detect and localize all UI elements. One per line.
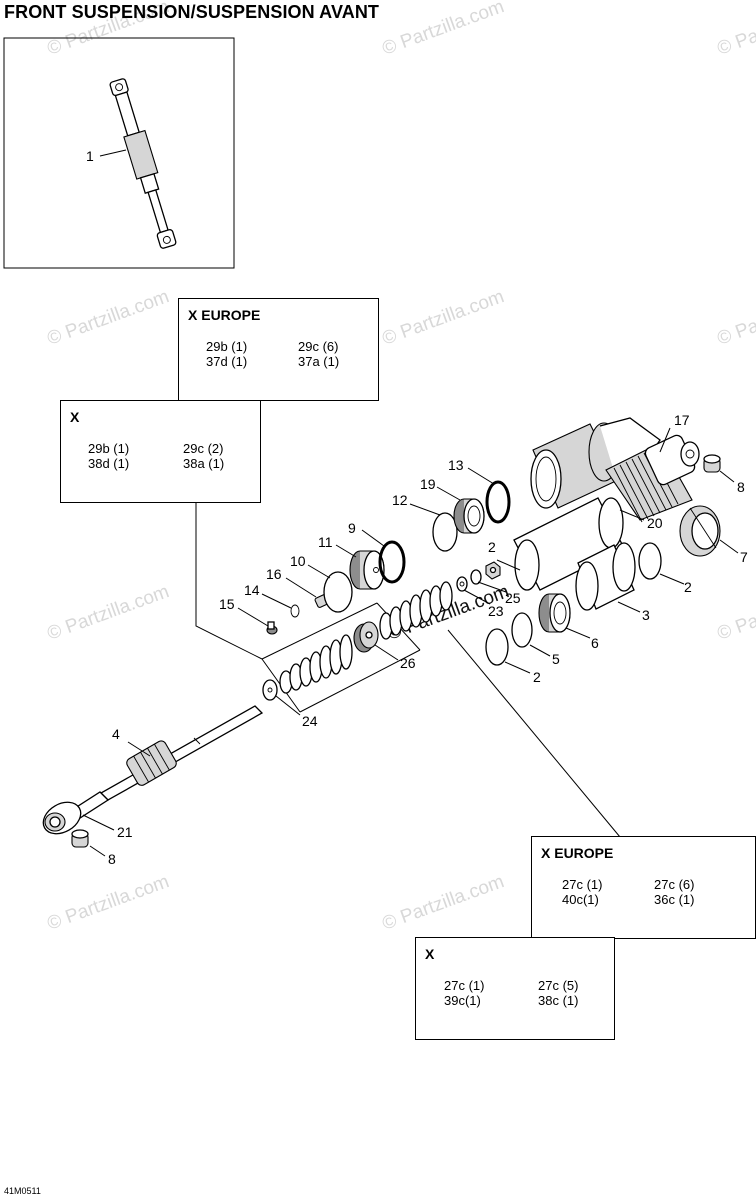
callout-21: 21 bbox=[117, 824, 133, 840]
variant-part-ref: 27c (1) bbox=[444, 978, 485, 993]
part-bushing-upper bbox=[703, 454, 721, 473]
variant-part-ref: 29c (2) bbox=[183, 441, 224, 456]
variant-part-ref: 38d (1) bbox=[88, 456, 130, 471]
variant-part-ref: 38a (1) bbox=[183, 456, 225, 471]
variant-box-title: X bbox=[70, 409, 80, 425]
assembled-shock-inset-frame bbox=[3, 37, 235, 269]
leader-x-box-top bbox=[195, 502, 263, 660]
callout-26: 26 bbox=[400, 655, 416, 671]
part-oring-9 bbox=[378, 540, 406, 584]
watermark: © Partzilla.com bbox=[715, 286, 756, 350]
watermark: © Partzilla.com bbox=[380, 0, 507, 60]
callout-2-lower: 2 bbox=[533, 669, 541, 685]
watermark: © Partzilla.com bbox=[45, 871, 172, 935]
variant-part-ref: 40c(1) bbox=[562, 892, 599, 907]
diagram-code: 41M0511 bbox=[4, 1186, 41, 1196]
variant-part-ref: 29b (1) bbox=[88, 441, 130, 456]
callout-7: 7 bbox=[740, 549, 748, 565]
part-spring-threads bbox=[613, 449, 679, 523]
callout-14: 14 bbox=[244, 582, 260, 598]
variant-box-x-top: X 29b (1) 29c (2) 38d (1) 38a (1) bbox=[60, 400, 261, 503]
callout-2-upper: 2 bbox=[684, 579, 692, 595]
variant-box-x-europe-bottom: X EUROPE 27c (1) 27c (6) 40c(1) 36c (1) bbox=[531, 836, 756, 939]
assembled-shock-thumbnail bbox=[109, 78, 177, 249]
part-piston-6 bbox=[538, 593, 571, 633]
callout-20: 20 bbox=[647, 515, 663, 531]
watermark: © Partzilla.com bbox=[380, 286, 507, 350]
callout-16: 16 bbox=[266, 566, 282, 582]
callout-17: 17 bbox=[674, 412, 690, 428]
callout-5: 5 bbox=[552, 651, 560, 667]
part-washer-24 bbox=[262, 679, 278, 701]
variant-part-ref: 36c (1) bbox=[654, 892, 695, 907]
variant-box-title: X EUROPE bbox=[541, 845, 614, 861]
callout-19: 19 bbox=[420, 476, 436, 492]
callout-15: 15 bbox=[219, 596, 235, 612]
variant-box-title: X EUROPE bbox=[188, 307, 261, 323]
part-piston-26 bbox=[353, 621, 379, 653]
callout-11: 11 bbox=[318, 534, 333, 550]
variant-part-ref: 29b (1) bbox=[206, 339, 248, 354]
variant-part-ref: 27c (1) bbox=[562, 877, 603, 892]
part-oring-14 bbox=[290, 604, 300, 618]
variant-part-ref: 27c (5) bbox=[538, 978, 579, 993]
part-screw-15 bbox=[266, 621, 278, 635]
part-piston-19 bbox=[453, 498, 485, 534]
callout-9: 9 bbox=[348, 520, 356, 536]
page-title: FRONT SUSPENSION/SUSPENSION AVANT bbox=[4, 2, 380, 22]
part-bushing-lower bbox=[71, 829, 89, 848]
part-nut-22 bbox=[485, 561, 501, 580]
variant-part-ref: 39c(1) bbox=[444, 993, 481, 1008]
part-cap-11 bbox=[349, 550, 385, 590]
part-reservoir-17 bbox=[530, 417, 700, 523]
watermark: © Partzilla.com bbox=[715, 0, 756, 60]
variant-part-ref: 37a (1) bbox=[298, 354, 340, 369]
part-sleeve-3 bbox=[575, 542, 636, 611]
callout-10: 10 bbox=[290, 553, 306, 569]
callout-8-lower: 8 bbox=[108, 851, 116, 867]
part-shim-stack-lower bbox=[279, 634, 353, 694]
callout-8-upper: 8 bbox=[737, 479, 745, 495]
watermark: © Partzilla.com bbox=[380, 871, 507, 935]
part-oring-13 bbox=[485, 480, 511, 524]
callout-6: 6 bbox=[591, 635, 599, 651]
callout-4: 4 bbox=[112, 726, 120, 742]
callout-3: 3 bbox=[642, 607, 650, 623]
part-adjuster-ring-7 bbox=[679, 505, 721, 557]
variant-part-ref: 29c (6) bbox=[298, 339, 339, 354]
part-washer-23 bbox=[456, 576, 468, 592]
part-disk-2-lower bbox=[485, 628, 509, 666]
callout-13: 13 bbox=[448, 457, 464, 473]
watermark: © Partzilla.com bbox=[715, 581, 756, 645]
callout-12: 12 bbox=[392, 492, 408, 508]
variant-box-title: X bbox=[425, 946, 435, 962]
watermark: © Partzilla.com bbox=[45, 581, 172, 645]
variant-box-x-bottom: X 27c (1) 27c (5) 39c(1) 38c (1) bbox=[415, 937, 615, 1040]
part-body-tube-20 bbox=[513, 497, 625, 591]
part-disk-2-upper bbox=[638, 542, 662, 580]
part-disk-12 bbox=[432, 512, 458, 552]
part-disk-5 bbox=[511, 612, 533, 648]
callout-1: 1 bbox=[86, 148, 94, 164]
part-diaphragm-10 bbox=[323, 571, 353, 613]
variant-part-ref: 38c (1) bbox=[538, 993, 579, 1008]
watermark: © Partzilla.com bbox=[45, 286, 172, 350]
callout-24: 24 bbox=[302, 713, 318, 729]
part-washer-25 bbox=[470, 569, 482, 585]
variant-box-x-europe-top: X EUROPE 29b (1) 29c (6) 37d (1) 37a (1) bbox=[178, 298, 379, 401]
callout-25: 25 bbox=[505, 590, 521, 606]
variant-part-ref: 27c (6) bbox=[654, 877, 695, 892]
variant-part-ref: 37d (1) bbox=[206, 354, 248, 369]
callout-23: 23 bbox=[488, 603, 504, 619]
leader-x-box-bottom bbox=[447, 629, 621, 838]
part-rod-and-eye bbox=[42, 705, 264, 835]
part-shim-stack-upper bbox=[379, 581, 453, 640]
